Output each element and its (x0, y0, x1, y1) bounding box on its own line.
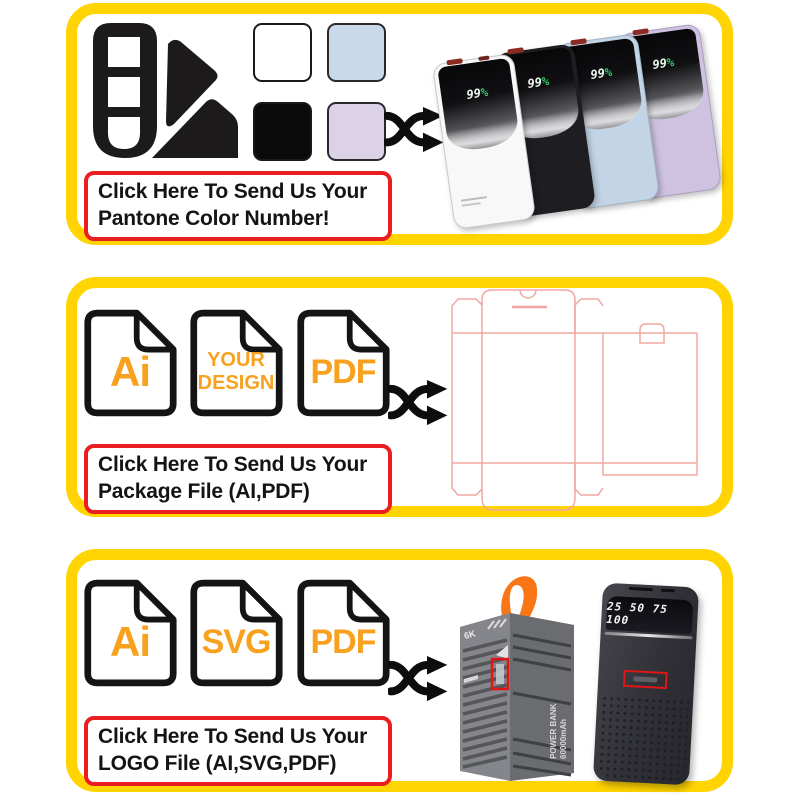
file-type-label: YOUR DESIGN (197, 349, 275, 394)
pantone-swatchbook-icon (93, 23, 238, 158)
shuffle-arrows-icon (388, 655, 448, 702)
document-icon (84, 309, 177, 417)
file-icon-svg: SVG (188, 578, 284, 688)
orange-strap (501, 576, 538, 621)
file-icon-pdf: PDF (295, 578, 391, 688)
logo-highlight-box (490, 657, 510, 691)
panel-logo-file: Ai SVG PDF (66, 549, 733, 792)
file-icon-ai: Ai (82, 308, 178, 418)
spec-text-lines (460, 196, 487, 202)
file-icon-pdf: PDF (295, 308, 391, 418)
callout-line2: Pantone Color Number! (98, 207, 330, 230)
color-swatch-black[interactable] (253, 102, 312, 161)
logo-placeholder (633, 676, 658, 683)
document-icon (190, 579, 283, 687)
container-powerbank-product: 6K POWER BANK 60000mAh (460, 576, 574, 781)
callout-line1: Click Here To Send Us Your (98, 180, 368, 203)
shuffle-arrows-icon (384, 106, 444, 153)
dark-powerbank-product: 25 50 75 100 (592, 582, 700, 786)
color-swatch-light-blue[interactable] (327, 23, 386, 82)
file-type-label: PDF (310, 352, 377, 391)
top-slot (628, 586, 654, 592)
logo-highlight-box (622, 669, 668, 690)
battery-percent-display: 25 50 75 100 (605, 595, 694, 635)
panel-pantone-color: 99% 99% 99% 99% Click Here To Send Us Yo… (66, 3, 733, 245)
file-icon-your-design: YOUR DESIGN (188, 308, 284, 418)
file-type-label: Ai (110, 618, 151, 665)
package-callout-button[interactable]: Click Here To Send Us Your Package File … (84, 444, 392, 514)
powerbank-screen: 99% (437, 57, 521, 153)
pantone-callout-button[interactable]: Click Here To Send Us Your Pantone Color… (84, 171, 392, 241)
package-dieline-drawing (451, 289, 698, 511)
logo-callout-button[interactable]: Click Here To Send Us Your LOGO File (AI… (84, 716, 392, 786)
file-type-label: SVG (201, 622, 272, 661)
shuffle-arrows-icon (388, 379, 448, 426)
file-icon-ai: Ai (82, 578, 178, 688)
callout-line1: Click Here To Send Us Your (98, 725, 368, 748)
callout-line1: Click Here To Send Us Your (98, 453, 368, 476)
panel-package-file: Ai YOUR DESIGN PDF (66, 277, 733, 517)
document-icon (297, 309, 390, 417)
file-type-label: Ai (110, 348, 151, 395)
document-icon (297, 579, 390, 687)
box-side-label: POWER BANK (549, 703, 558, 759)
file-type-label: PDF (310, 622, 377, 661)
box-top-label: 6K (463, 628, 477, 641)
battery-level-display: 99% (465, 85, 489, 102)
color-swatch-white[interactable] (253, 23, 312, 82)
document-icon (84, 579, 177, 687)
top-slot (660, 588, 675, 593)
document-icon (190, 309, 283, 417)
callout-line2: Package File (AI,PDF) (98, 480, 310, 503)
box-side-label: 60000mAh (559, 719, 568, 759)
color-swatch-light-purple[interactable] (327, 102, 386, 161)
dotted-texture (597, 694, 690, 782)
callout-line2: LOGO File (AI,SVG,PDF) (98, 752, 337, 775)
